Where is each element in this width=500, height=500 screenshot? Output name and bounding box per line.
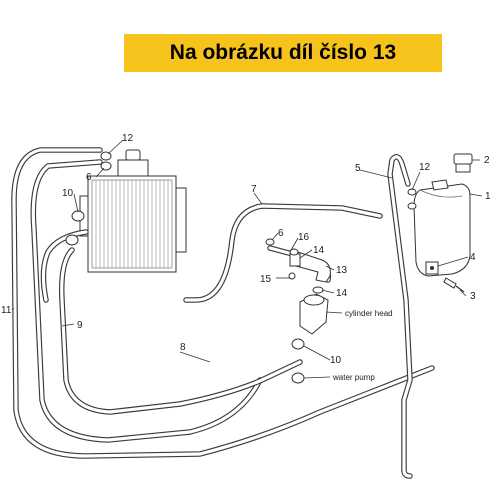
cylinder-head-connector: [299, 293, 329, 335]
label-part-12-left: 12: [122, 133, 134, 144]
label-part-16: 16: [298, 232, 310, 243]
label-part-7: 7: [251, 184, 257, 195]
hose-11: [11, 147, 435, 459]
overflow-tube: [387, 154, 413, 479]
expansion-tank-cap: [453, 153, 473, 173]
label-part-6-right: 6: [278, 228, 284, 239]
label-part-15: 15: [260, 274, 272, 285]
expansion-tank: [413, 179, 471, 277]
label-part-9: 9: [77, 320, 83, 331]
mounting-bracket: [425, 261, 439, 275]
label-part-10-left: 10: [62, 188, 74, 199]
screw: [443, 277, 465, 293]
leader-lines: [12, 139, 483, 379]
callout-cylinder-head: cylinder head: [345, 309, 393, 318]
label-part-1: 1: [485, 191, 491, 202]
label-part-8: 8: [180, 342, 186, 353]
hose-8: [58, 247, 303, 415]
label-part-4: 4: [470, 252, 476, 263]
label-part-6-left: 6: [86, 172, 92, 183]
label-part-3: 3: [470, 291, 476, 302]
label-part-5: 5: [355, 163, 361, 174]
label-part-11: 11: [1, 305, 12, 316]
label-part-2: 2: [484, 155, 490, 166]
hose-7: [183, 203, 383, 303]
hose-9: [30, 159, 263, 443]
callout-water-pump: water pump: [332, 373, 375, 382]
radiator: [79, 149, 187, 273]
label-part-14-upper: 14: [313, 245, 325, 256]
label-part-13: 13: [336, 265, 348, 276]
banner-title: Na obrázku díl číslo 13: [169, 41, 397, 64]
label-part-14-lower: 14: [336, 288, 348, 299]
part-13-fitting: [289, 251, 331, 283]
label-part-10-right: 10: [330, 355, 342, 366]
highlight-banner: Na obrázku díl číslo 13: [124, 34, 442, 72]
label-part-12-right: 12: [419, 162, 431, 173]
